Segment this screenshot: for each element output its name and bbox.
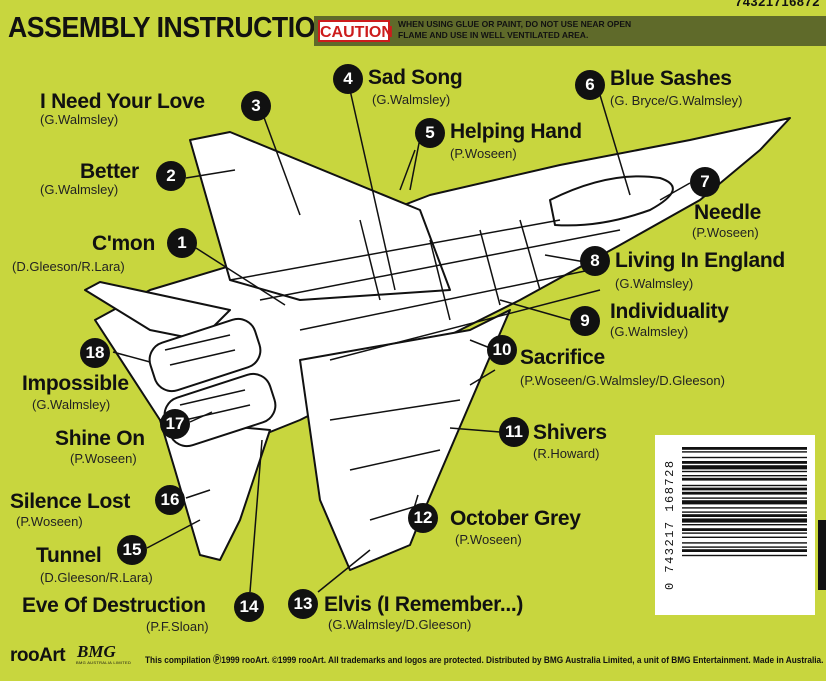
track-title-12: October Grey [450,507,581,530]
barcode-bar [682,451,807,453]
track-number-17: 17 [160,409,190,439]
track-credit-14: (P.F.Sloan) [146,619,209,634]
track-title-5: Helping Hand [450,120,582,143]
track-credit-2: (G.Walmsley) [40,182,119,197]
track-credit-15: (D.Gleeson/R.Lara) [40,570,153,585]
barcode-bar [682,487,807,491]
track-number-7: 7 [690,167,720,197]
track-credit-6: (G. Bryce/G.Walmsley) [610,93,743,108]
track-credit-7: (P.Woseen) [692,225,759,240]
rooart-logo: rooArt [10,645,66,666]
barcode-bar [682,477,807,481]
track-number-6: 6 [575,70,605,100]
barcode-bar [682,500,807,505]
barcode-bar [682,546,807,548]
barcode-bar [682,507,807,509]
track-title-3: I Need Your Love [40,90,205,113]
track-number-14: 14 [234,592,264,622]
barcode-bar [682,536,807,538]
legal-text: This compilation Ⓟ1999 rooArt. ©1999 roo… [145,655,824,666]
track-credit-17: (P.Woseen) [70,451,137,466]
lower-wing [299,309,511,571]
track-number-3: 3 [241,91,271,121]
track-title-1: C'mon [92,232,155,255]
track-number-15: 15 [117,535,147,565]
barcode-bar [682,475,807,477]
track-title-11: Shivers [533,421,607,444]
bmg-subtitle: BMG AUSTRALIA LIMITED [76,660,132,665]
barcode-bar [682,532,807,534]
track-credit-12: (P.Woseen) [455,532,522,547]
barcode-bar [682,456,807,459]
track-title-7: Needle [694,201,762,224]
track-number-1: 1 [167,228,197,258]
barcode-bar [682,497,807,499]
track-number-5: 5 [415,118,445,148]
track-credit-18: (G.Walmsley) [32,397,111,412]
track-number-12: 12 [408,503,438,533]
engine-upper [148,317,262,393]
bmg-logo: BMG [77,642,116,661]
track-title-14: Eve Of Destruction [22,594,206,617]
barcode-bar [682,461,807,464]
barcode-bar [682,528,807,531]
track-title-2: Better [80,160,139,183]
track-number-4: 4 [333,64,363,94]
barcode-bar [682,549,807,552]
track-credit-3: (G.Walmsley) [40,112,119,127]
track-credit-11: (R.Howard) [533,446,600,461]
edge-mark [818,520,826,590]
caution-label: CAUTION [318,20,393,42]
tail-fin-lower [159,419,271,561]
barcode-bar [682,554,807,557]
barcode-digits: 0 743217 168728 [663,459,677,591]
barcode-bar [682,447,807,450]
track-title-6: Blue Sashes [610,67,732,90]
track-title-16: Silence Lost [10,490,131,513]
upper-wing [189,131,451,301]
barcode-bar [682,518,807,523]
track-number-13: 13 [288,589,318,619]
catalog-number: 74321716872 [734,0,820,9]
track-number-16: 16 [155,485,185,515]
track-title-9: Individuality [610,300,729,323]
page-title: ASSEMBLY INSTRUCTIONS [8,12,352,44]
track-title-17: Shine On [55,427,145,450]
barcode-bar [682,465,807,470]
track-credit-13: (G.Walmsley/D.Gleeson) [328,617,472,632]
track-number-10: 10 [487,335,517,365]
track-credit-10: (P.Woseen/G.Walmsley/D.Gleeson) [520,373,725,388]
track-credit-16: (P.Woseen) [16,514,83,529]
track-number-9: 9 [570,306,600,336]
caution-banner [314,16,826,46]
track-number-18: 18 [80,338,110,368]
caution-text: WHEN USING GLUE OR PAINT, DO NOT USE NEA… [398,19,632,40]
barcode-bar [682,511,807,513]
track-credit-9: (G.Walmsley) [610,324,689,339]
barcode-bar [682,524,807,526]
track-title-15: Tunnel [36,544,102,567]
track-title-10: Sacrifice [520,346,605,369]
track-title-4: Sad Song [368,66,463,89]
track-title-8: Living In England [615,249,785,272]
barcode-bar [682,514,807,517]
track-number-11: 11 [499,417,529,447]
barcode-bars [682,447,807,557]
barcode-bar [682,470,807,473]
track-credit-5: (P.Woseen) [450,146,517,161]
track-credit-1: (D.Gleeson/R.Lara) [12,259,125,274]
barcode-bar [682,542,807,544]
track-title-18: Impossible [22,372,129,395]
track-credit-4: (G.Walmsley) [372,92,451,107]
track-number-2: 2 [156,161,186,191]
track-number-8: 8 [580,246,610,276]
barcode-bar [682,491,807,495]
track-credit-8: (G.Walmsley) [615,276,694,291]
canopy [549,175,674,227]
track-title-13: Elvis (I Remember...) [324,593,524,616]
barcode-bar [682,484,807,487]
